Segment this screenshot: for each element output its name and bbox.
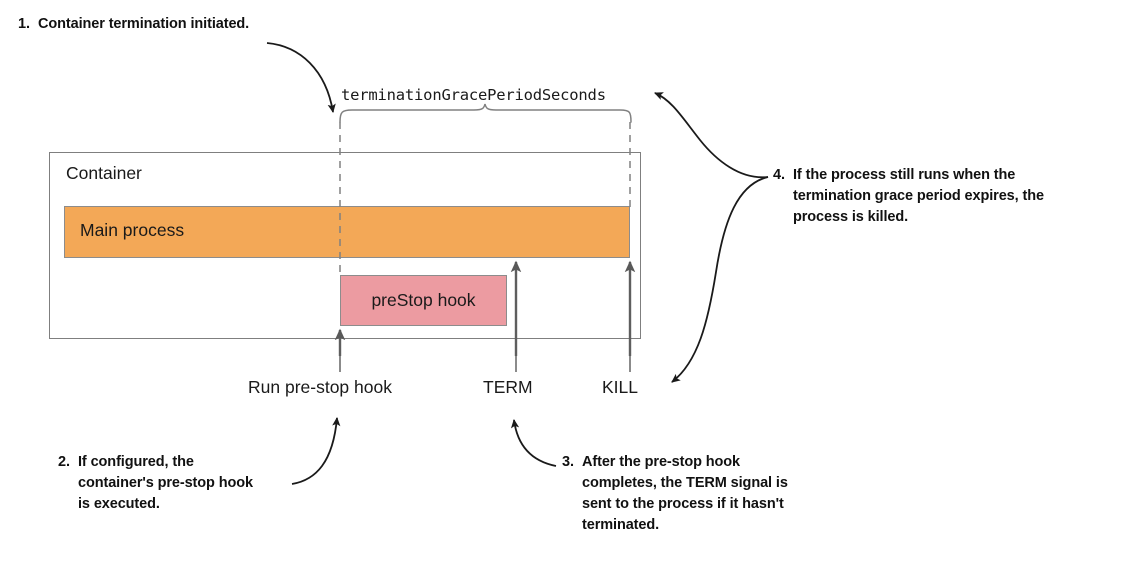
timeline-label-kill: KILL [602, 377, 638, 397]
timeline-label-term: TERM [483, 377, 533, 397]
callout-arrow-note-4-upper [654, 92, 769, 179]
grace-period-brace [339, 103, 632, 123]
main-process-label: Main process [80, 220, 185, 240]
note-2-text: If configured, the container's pre-stop … [78, 454, 253, 512]
note-3-number: 3. [562, 454, 574, 470]
note-4-number: 4. [773, 167, 785, 183]
annotation-note-2: 2. If configured, the container's pre-st… [58, 452, 268, 515]
callout-arrow-note-2 [291, 416, 341, 485]
grace-period-label: terminationGracePeriodSeconds [341, 86, 606, 104]
note-2-number: 2. [58, 454, 70, 470]
note-3-text: After the pre-stop hook completes, the T… [582, 454, 788, 533]
note-4-text: If the process still runs when the termi… [793, 167, 1044, 225]
note-1-number: 1. [18, 16, 30, 32]
prestop-hook-label: preStop hook [371, 290, 476, 310]
timeline-label-run-pre-stop-hook: Run pre-stop hook [248, 377, 392, 397]
callout-arrow-note-4-lower [671, 176, 769, 383]
container-label: Container [66, 163, 142, 183]
note-1-text: Container termination initiated. [38, 16, 250, 32]
callout-arrow-note-3 [510, 418, 557, 467]
annotation-note-4: 4. If the process still runs when the te… [773, 165, 1073, 228]
main-process-bar: Main process [64, 206, 630, 258]
callout-arrow-note-1 [266, 42, 336, 114]
prestop-hook-box: preStop hook [340, 275, 507, 326]
annotation-note-1: 1. Container termination initiated. [18, 14, 268, 35]
annotation-note-3: 3. After the pre-stop hook completes, th… [562, 452, 812, 536]
